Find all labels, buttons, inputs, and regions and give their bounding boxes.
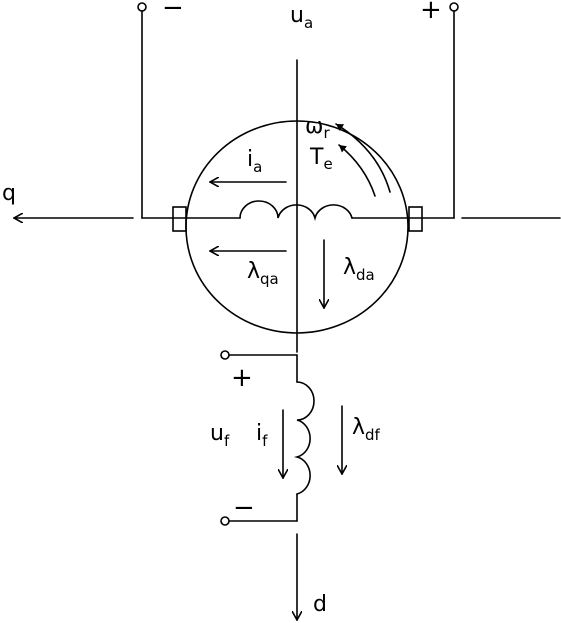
rotor-speed-label: ωr — [305, 114, 330, 142]
d-flux-label: λda — [343, 255, 375, 284]
field-current-label: if — [256, 421, 268, 450]
field-voltage-label: uf — [210, 421, 230, 450]
brush-left — [172, 206, 187, 232]
q-flux-label: λqa — [247, 259, 279, 288]
armature-minus-label: − — [162, 0, 184, 23]
field-plus-label: + — [231, 363, 253, 393]
armature-terminal-minus — [137, 2, 147, 12]
armature-coil — [239, 200, 353, 222]
field-coil — [293, 381, 315, 495]
armature-plus-label: + — [420, 0, 442, 25]
armature-current-label: ia — [247, 147, 262, 176]
brush-right — [408, 206, 423, 232]
rotor-speed-arrow — [335, 123, 391, 193]
field-minus-label: − — [233, 493, 255, 523]
torque-label: Te — [309, 145, 333, 173]
torque-arrow — [338, 144, 376, 197]
armature-voltage-label: ua — [290, 3, 313, 32]
armature-terminal-plus — [449, 2, 459, 12]
field-terminal-minus — [220, 516, 230, 526]
field-flux-label: λdf — [352, 415, 381, 444]
d-axis-label: d — [313, 592, 327, 617]
field-terminal-plus — [220, 350, 230, 360]
q-axis-label: q — [2, 181, 16, 206]
